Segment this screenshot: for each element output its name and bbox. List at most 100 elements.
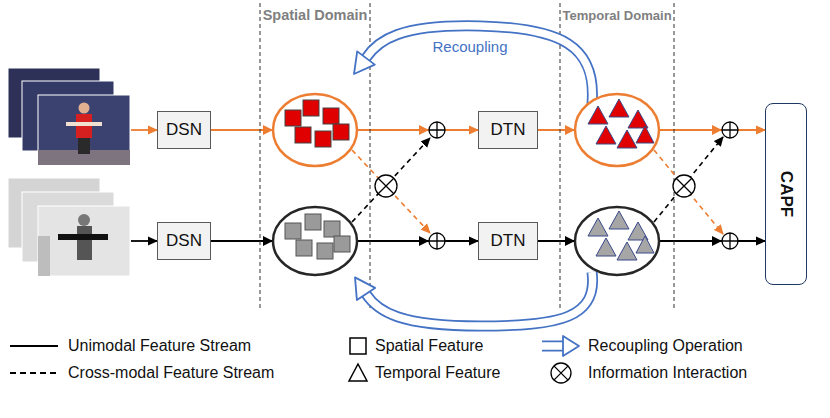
stream-arrowhead	[565, 236, 575, 246]
recoupling-arrow	[366, 272, 593, 326]
cross-modal-stream	[654, 150, 723, 234]
feature-ellipse	[273, 94, 357, 166]
temporal-feature	[596, 126, 616, 144]
legend-square-sample	[350, 338, 366, 354]
sum-symbol	[722, 122, 738, 138]
interaction-symbol	[676, 178, 692, 194]
sum-symbol	[722, 122, 738, 138]
spatial-feature	[315, 131, 331, 147]
depth-background	[38, 236, 50, 276]
temporal-feature	[609, 211, 629, 229]
sum-symbol	[429, 233, 445, 249]
depth-frame	[38, 206, 130, 276]
node-label: DSN	[166, 120, 202, 140]
legend-triangle-sample	[349, 364, 367, 381]
sum-symbol	[722, 233, 738, 249]
spatial-feature	[333, 124, 349, 140]
feature-ellipse	[273, 207, 357, 275]
temporal-feature	[596, 238, 616, 256]
stream-arrowhead	[419, 125, 429, 135]
feature-ellipse	[575, 207, 659, 275]
depth-person-arms	[58, 234, 108, 240]
temporal-feature	[588, 218, 608, 236]
process-box: DSN	[157, 111, 211, 149]
cross-modal-stream	[654, 137, 723, 222]
legend-dashed-sample	[10, 372, 58, 374]
stream-arrowhead	[419, 236, 429, 246]
sum-symbol	[722, 233, 738, 249]
input-arrow	[131, 240, 157, 242]
interaction-symbol	[375, 175, 397, 197]
stream-arrowhead	[712, 236, 722, 246]
interaction-symbol	[673, 175, 695, 197]
domain-divider	[260, 3, 261, 308]
spatial-feature	[305, 214, 321, 230]
node-label: DTN	[491, 120, 526, 140]
node-label: CAPF	[776, 171, 796, 217]
sum-symbol	[429, 122, 445, 138]
temporal-feature	[609, 99, 629, 117]
rgb-person-legs	[78, 136, 90, 154]
input-arrow	[131, 129, 157, 131]
temporal-feature	[617, 130, 637, 148]
stream-arrowhead	[712, 125, 722, 135]
spatial-feature	[317, 243, 333, 259]
node-label: DSN	[166, 231, 202, 251]
legend-text: Recoupling Operation	[588, 336, 743, 355]
depth-person-head	[78, 214, 90, 226]
stream-arrowhead	[565, 125, 575, 135]
legend-text: Unimodal Feature Stream	[68, 336, 251, 355]
recoupling-label: Recoupling	[430, 38, 509, 56]
legend-interaction-sample	[554, 366, 568, 380]
recoupling-arrow	[366, 26, 592, 104]
process-box: DTN	[478, 222, 538, 260]
sum-symbol	[429, 233, 445, 249]
recoupling-arrow	[366, 26, 592, 104]
interaction-symbol	[378, 178, 394, 194]
spatial-feature	[295, 127, 311, 143]
spatial-feature	[285, 223, 301, 239]
spatial-feature	[323, 108, 339, 124]
domain-divider	[674, 3, 675, 308]
stream-arrowhead	[263, 125, 273, 135]
cross-modal-stream	[352, 150, 430, 233]
legend-text: Spatial Feature	[375, 336, 484, 355]
sum-symbol	[429, 122, 738, 249]
domain-label: Spatial Domain	[263, 7, 368, 24]
spatial-feature	[324, 221, 340, 237]
recoupling-arrowhead	[354, 51, 375, 74]
legend-interaction-sample	[551, 363, 571, 383]
process-box: DSN	[157, 222, 211, 260]
legend-recoupling-sample	[542, 341, 564, 352]
temporal-feature	[617, 242, 637, 260]
fusion-box: CAPF	[765, 103, 807, 285]
node-label: DTN	[491, 231, 526, 251]
temporal-feature	[636, 236, 654, 253]
legend-text: Cross-modal Feature Stream	[68, 363, 274, 382]
rgb-person-head	[79, 103, 90, 114]
spatial-feature	[296, 240, 312, 256]
sum-symbol	[429, 122, 445, 138]
recoupling-arrowhead	[355, 277, 375, 300]
domain-label: Temporal Domain	[562, 8, 671, 24]
temporal-feature	[636, 126, 654, 143]
legend-text: Temporal Feature	[375, 363, 500, 382]
domain-divider	[560, 3, 561, 308]
rgb-person-arms	[66, 122, 102, 126]
cross-modal-stream	[352, 138, 430, 222]
process-box: DTN	[478, 111, 538, 149]
feature-ellipse	[575, 94, 659, 166]
spatial-feature	[285, 110, 301, 126]
recoupling-arrow	[366, 272, 593, 326]
spatial-feature	[303, 100, 319, 116]
legend-text: Information Interaction	[588, 363, 747, 382]
stream-arrowhead	[263, 236, 273, 246]
legend-recoupling-sample	[563, 336, 579, 356]
legend-line-sample	[10, 345, 58, 347]
spatial-feature	[334, 236, 350, 252]
depth-person-torso	[77, 226, 92, 260]
temporal-feature	[588, 106, 608, 124]
rgb-frame	[38, 95, 130, 165]
